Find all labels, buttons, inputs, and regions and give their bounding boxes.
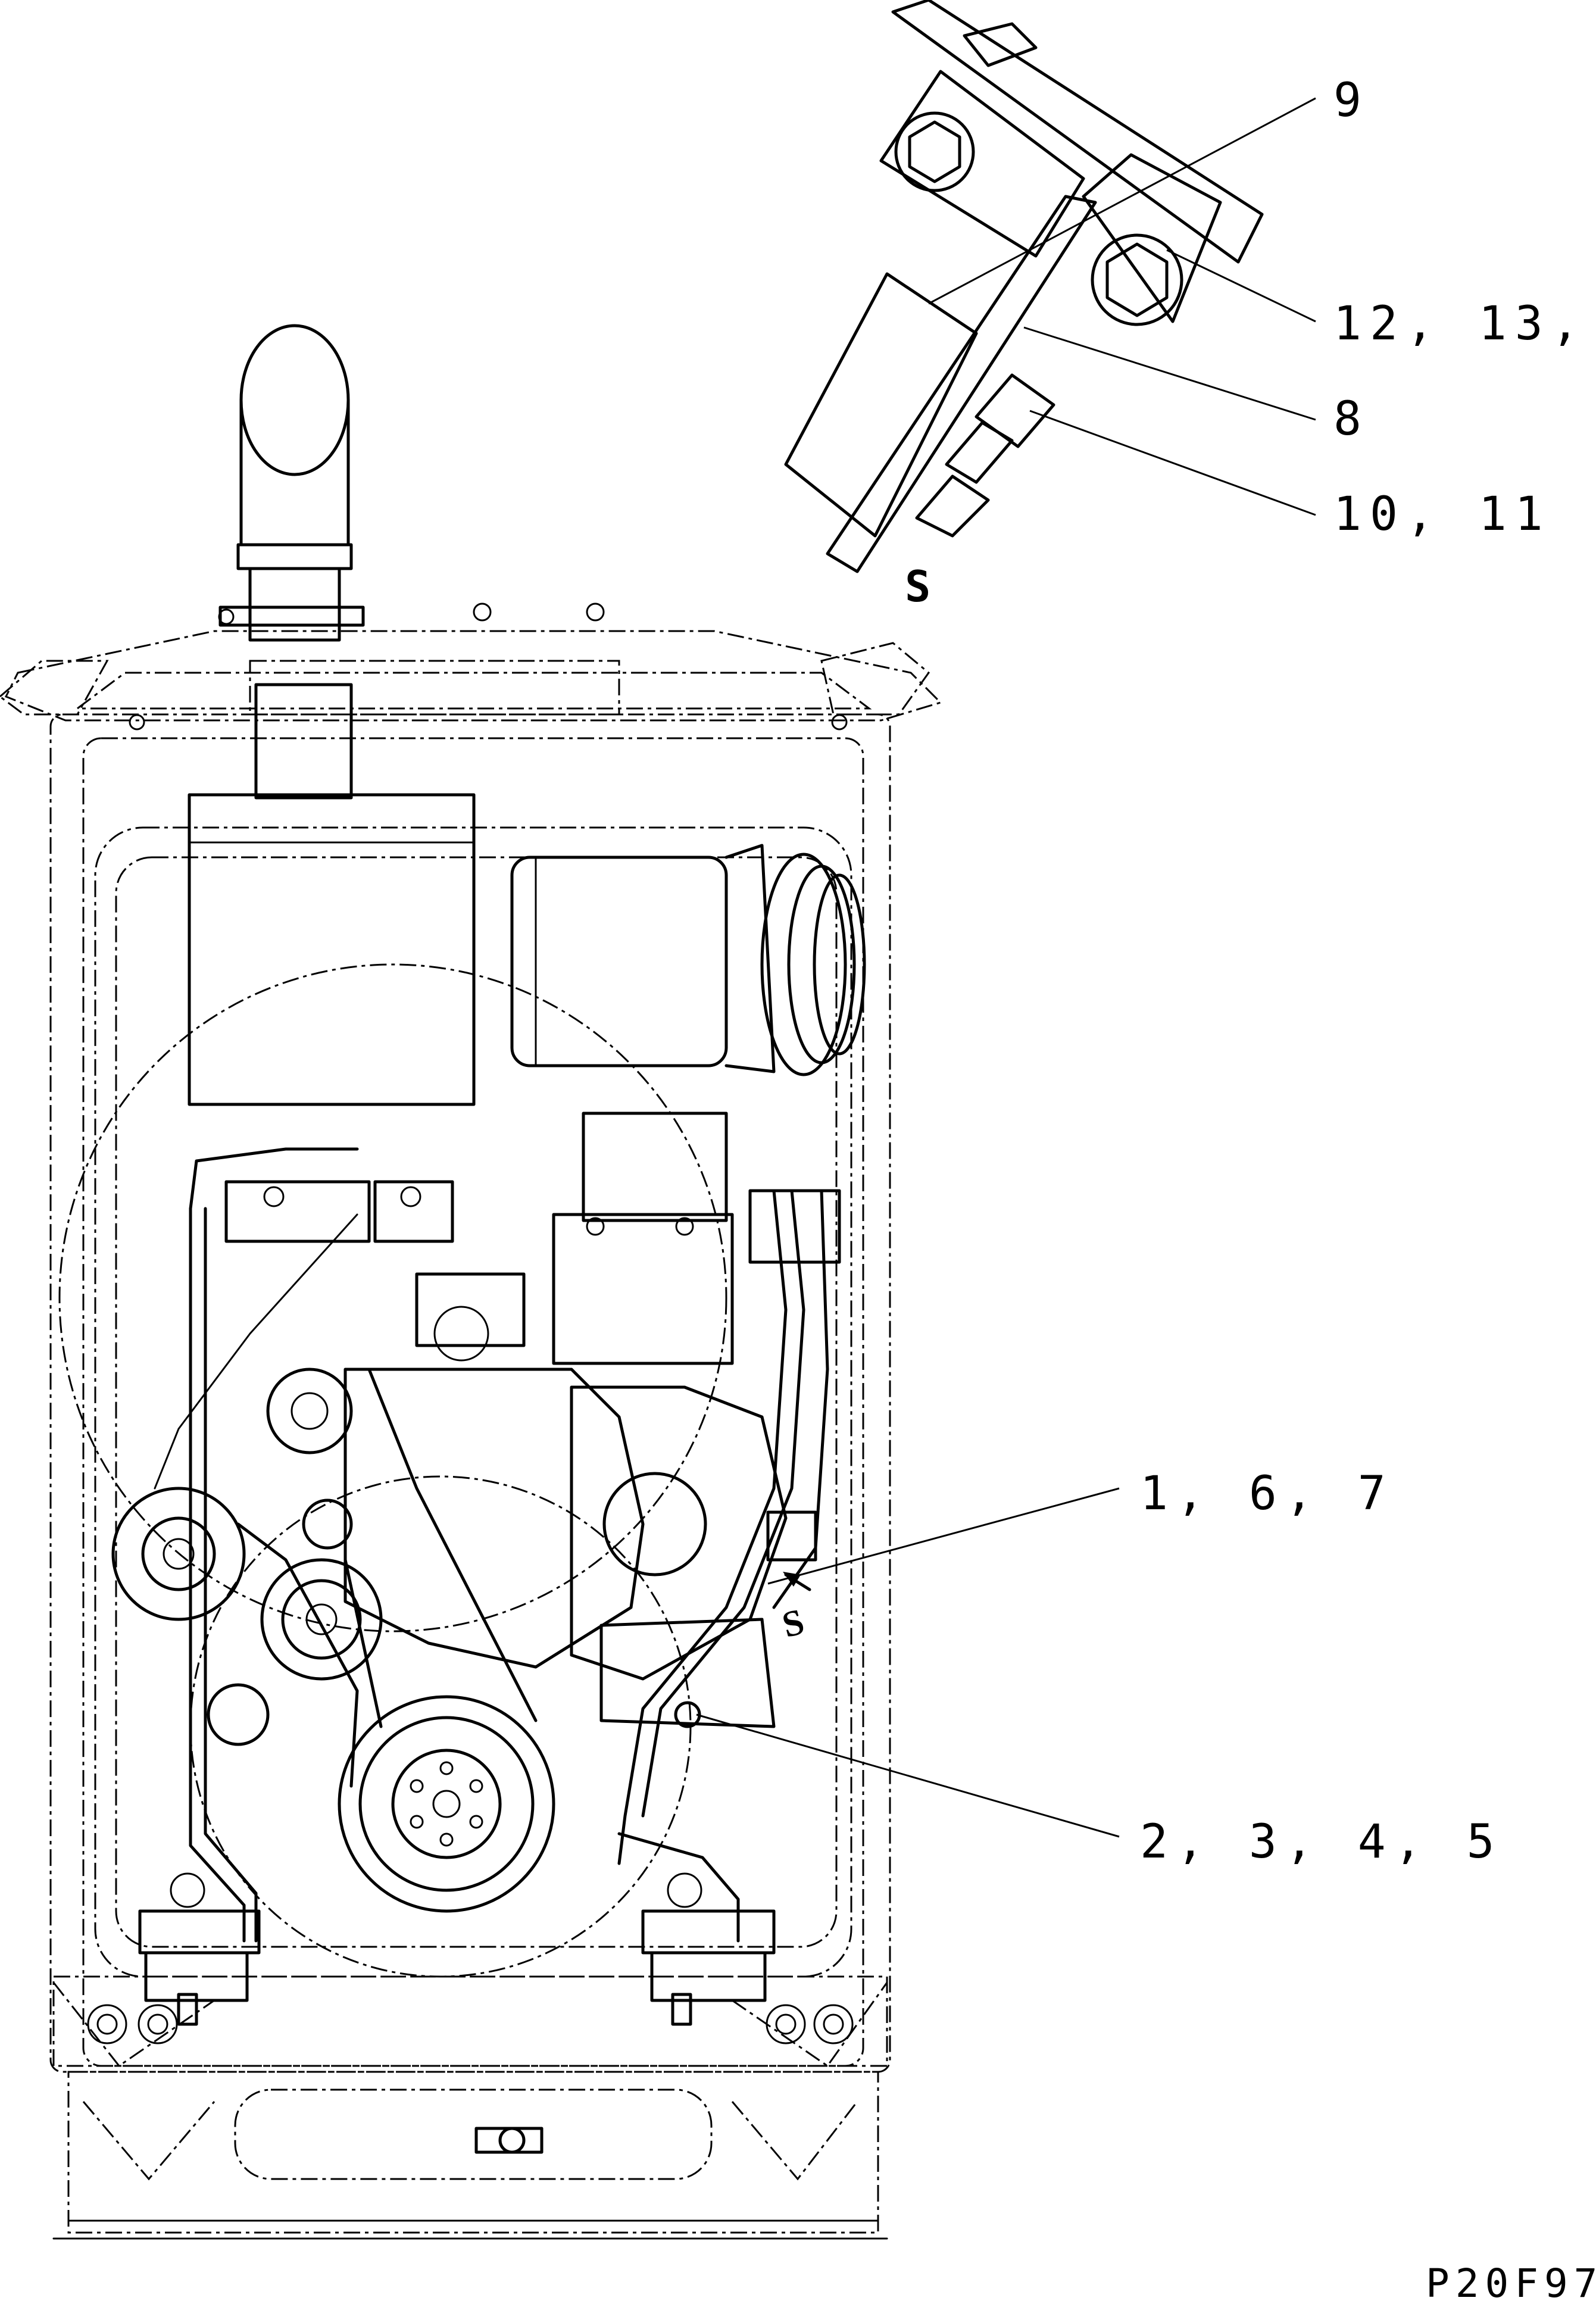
detail-upper-lug (963, 22, 1038, 67)
callout-2-3-4-5: 2, 3, 4, 5 (1140, 1815, 1503, 1869)
leader-12-13-14 (1166, 249, 1316, 323)
leader-10-11 (1029, 410, 1316, 516)
left-engine-mount (138, 1872, 261, 2026)
callout-12-13-14: 12, 13, 14 (1333, 297, 1596, 351)
water-pump (266, 1368, 353, 1550)
crank-pulley (338, 1695, 555, 1913)
callout-10-11: 10, 11 (1333, 488, 1551, 541)
detail-mount-block (784, 272, 978, 538)
detail-right-bolt-icon (1091, 233, 1183, 326)
detail-right-bracket (1082, 153, 1222, 323)
air-cleaner (188, 793, 866, 1106)
exhaust-stack (218, 324, 365, 800)
callout-9: 9 (1333, 74, 1370, 127)
drive-belt (236, 1368, 538, 1788)
detail-frame-bar (891, 0, 1264, 264)
detail-lower-bolts-icon (915, 373, 1055, 538)
fan-pulley (260, 1558, 383, 1681)
detail-upper-bolt-icon (894, 111, 975, 192)
detail-view-s: 9 12, 13, 14 8 10, 11 S (784, 0, 1596, 611)
callout-1-6-7: 1, 6, 7 (1140, 1467, 1394, 1521)
right-engine-mount (617, 1832, 776, 2026)
drain-fitting (474, 2127, 544, 2154)
view-direction-arrow: S (778, 1572, 811, 1646)
callout-8: 8 (1333, 392, 1370, 446)
alternator (111, 1487, 246, 1621)
leader-1-6-7 (767, 1487, 1120, 1585)
idler-pulley (207, 1683, 270, 1746)
view-arrow-letter: S (778, 1602, 808, 1646)
detail-view-letter: S (905, 561, 930, 611)
leader-8 (1023, 326, 1316, 421)
chassis-outline (0, 602, 942, 2240)
fuel-and-harness-lines (154, 1112, 841, 1943)
leader-2-3-4-5 (696, 1713, 1120, 1838)
drawing-code: P20F975 (1426, 2261, 1596, 2306)
leader-9 (928, 97, 1316, 305)
detail-plate (826, 195, 1097, 573)
detail-upper-bracket (879, 70, 1085, 258)
